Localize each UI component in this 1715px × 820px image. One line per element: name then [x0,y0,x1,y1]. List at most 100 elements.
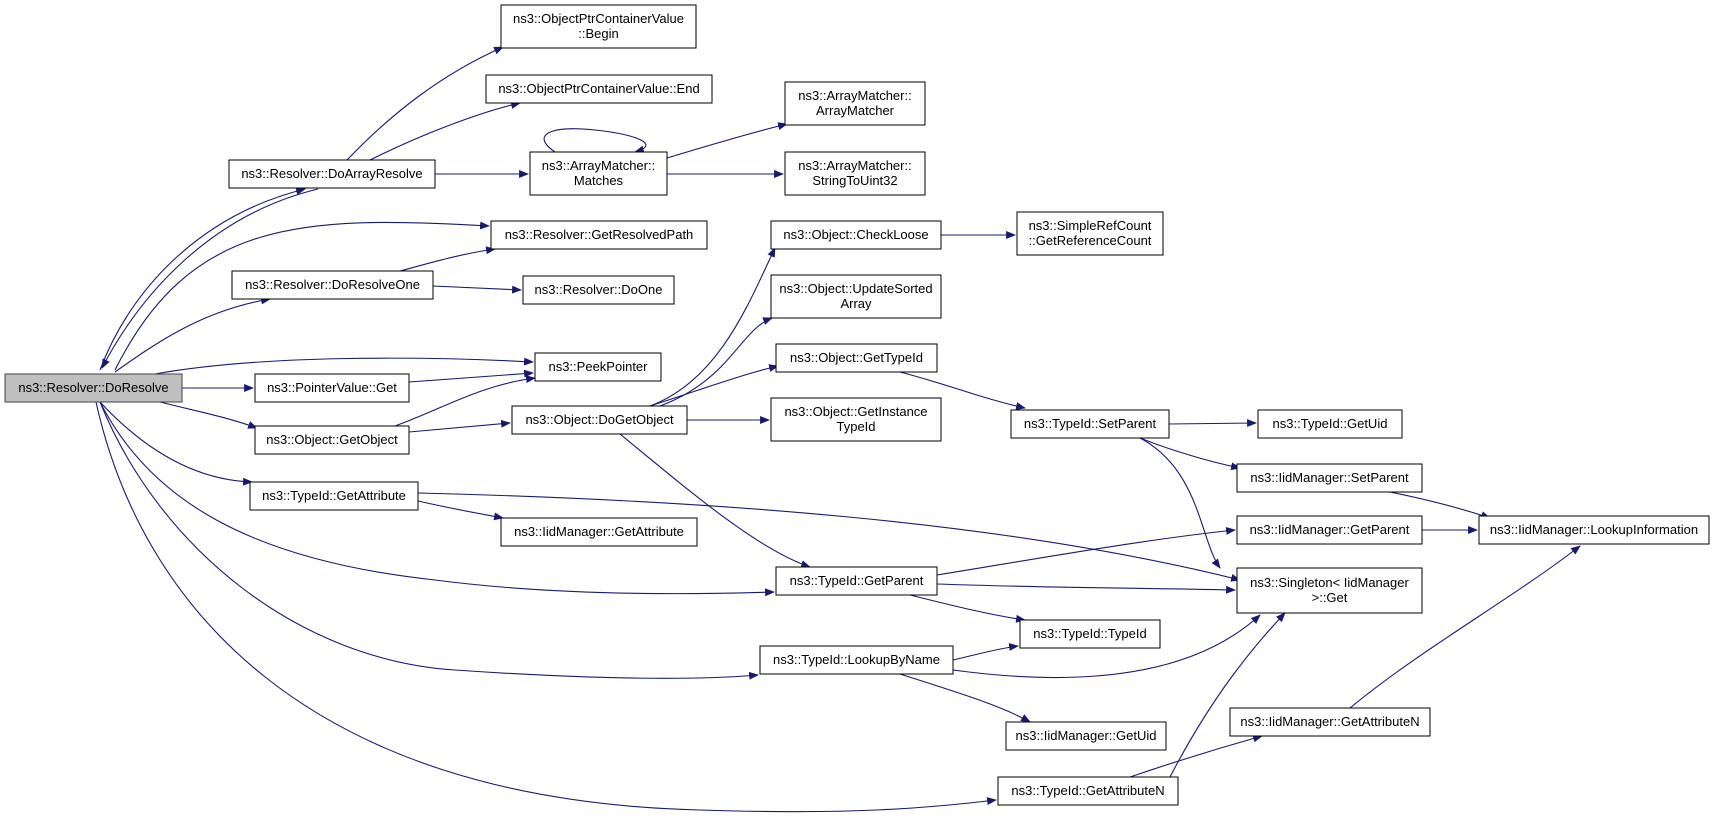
node-optrEnd[interactable]: ns3::ObjectPtrContainerValue::End [485,74,713,104]
node-root[interactable]: ns3::Resolver::DoResolve [4,373,183,403]
node-iidGetUid[interactable]: ns3::IidManager::GetUid [1005,721,1167,751]
edge-line [666,122,788,159]
node-label: Array [840,296,872,311]
node-box [1236,463,1423,493]
node-objCheckLoose[interactable]: ns3::Object::CheckLoose [770,220,942,250]
node-box [500,4,697,49]
node-tidLookupByName[interactable]: ns3::TypeId::LookupByName [759,645,954,675]
node-box [254,425,410,455]
node-box [1236,567,1423,614]
node-label: ns3::ObjectPtrContainerValue::End [498,81,699,96]
node-box [775,343,938,373]
edge-doArrayResolve-to-optrEnd [369,101,521,161]
node-label: ArrayMatcher [816,103,895,118]
node-doArrayResolve[interactable]: ns3::Resolver::DoArrayResolve [228,159,436,189]
node-arrCtor[interactable]: ns3::ArrayMatcher::ArrayMatcher [784,81,926,126]
node-label: ns3::Singleton< IidManager [1250,575,1409,590]
edge-line [399,246,496,272]
node-objDoGetObject[interactable]: ns3::Object::DoGetObject [511,405,688,435]
node-box [997,776,1179,806]
node-label: ns3::Object::GetInstance [784,404,927,419]
node-singletonGet[interactable]: ns3::Singleton< IidManager>::Get [1236,567,1423,614]
node-optrBegin[interactable]: ns3::ObjectPtrContainerValue::Begin [500,4,697,49]
edge-line [99,401,759,680]
node-box [1019,619,1161,649]
node-box [1257,409,1403,439]
node-label: ns3::Resolver::DoResolveOne [245,277,420,292]
edge-objDoGetObject-to-objCheckLoose [649,247,776,407]
node-box [490,220,708,250]
edge-line [649,247,776,407]
edge-line [417,500,504,521]
node-label: ::Begin [578,26,618,41]
node-label: ns3::PeekPointer [548,359,648,374]
node-label: >::Get [1312,590,1348,605]
edge-arrMatches-to-arrMatches [543,128,647,154]
node-tidGetParent[interactable]: ns3::TypeId::GetParent [775,566,938,596]
node-label: ::GetReferenceCount [1029,233,1152,248]
nodes-layer: ns3::Resolver::DoResolve ns3::Resolver::D… [4,4,1710,806]
node-label: ns3::IidManager::LookupInformation [1490,522,1698,537]
edge-line [1129,734,1263,778]
edge-tidGetAttributeN-to-iidGetAttributeN [1129,734,1263,778]
node-label: ns3::Resolver::GetResolvedPath [505,227,694,242]
node-box [1005,721,1167,751]
edge-objGetTypeId-to-tidSetParent [899,371,1026,410]
edge-pvGet-to-peekPointer [408,369,534,383]
edge-tidLookupByName-to-iidGetUid [899,673,1031,723]
edge-line [899,371,1026,410]
edge-line [408,369,534,383]
edge-root-to-getResolvedPath [114,221,490,371]
edge-line [909,594,1026,623]
node-tidGetAttributeN[interactable]: ns3::TypeId::GetAttributeN [997,776,1179,806]
node-objGetTypeId[interactable]: ns3::Object::GetTypeId [775,343,938,373]
edge-iidGetAttributeN-to-iidLookupInfo [1349,545,1581,709]
node-label: ns3::IidManager::SetParent [1250,470,1409,485]
node-iidLookupInfo[interactable]: ns3::IidManager::LookupInformation [1478,515,1710,545]
edge-line [417,492,1241,582]
node-iidGetParent[interactable]: ns3::IidManager::GetParent [1236,515,1423,545]
edge-tidSetParent-to-iidSetParent [1139,437,1241,471]
edge-doArrayResolve-to-optrBegin [346,46,504,161]
node-objGetObject[interactable]: ns3::Object::GetObject [254,425,410,455]
node-iidSetParent[interactable]: ns3::IidManager::SetParent [1236,463,1423,493]
node-label: ns3::TypeId::SetParent [1024,416,1157,431]
node-label: ns3::IidManager::GetAttributeN [1240,714,1419,729]
node-label: ns3::TypeId::GetAttribute [262,488,406,503]
node-peekPointer[interactable]: ns3::PeekPointer [534,352,662,382]
edge-tidSetParent-to-tidGetUid [1168,419,1257,428]
node-doOne[interactable]: ns3::Resolver::DoOne [522,275,675,305]
node-box [1010,409,1170,439]
node-label: ns3::Object::GetObject [266,432,398,447]
edge-doArrayResolve-to-root [101,188,319,369]
node-tidGetAttribute[interactable]: ns3::TypeId::GetAttribute [249,481,419,511]
edge-line [1139,437,1241,471]
node-pvGet[interactable]: ns3::PointerValue::Get [254,373,410,403]
node-tidGetUid[interactable]: ns3::TypeId::GetUid [1257,409,1403,439]
node-box [784,151,926,196]
node-getResolvedPath[interactable]: ns3::Resolver::GetResolvedPath [490,220,708,250]
node-refCount[interactable]: ns3::SimpleRefCount::GetReferenceCount [1016,211,1164,256]
edge-objDoGetObject-to-tidGetParent [619,433,811,568]
edge-line [619,433,811,568]
node-label: TypeId [836,419,875,434]
edge-line [369,101,521,161]
node-tidSetParent[interactable]: ns3::TypeId::SetParent [1010,409,1170,439]
node-box [784,81,926,126]
edge-tidGetAttributeN-to-singletonGet [1169,612,1286,778]
edge-tidLookupByName-to-tidTypeId [952,643,1019,661]
node-arrMatches[interactable]: ns3::ArrayMatcher::Matches [529,151,668,196]
node-iidGetAttributeN[interactable]: ns3::IidManager::GetAttributeN [1229,707,1431,737]
edge-doResolveOne-to-getResolvedPath [399,246,496,272]
node-label: ns3::Object::GetTypeId [790,350,923,365]
node-doResolveOne[interactable]: ns3::Resolver::DoResolveOne [231,270,434,300]
edge-line [1389,491,1491,519]
node-label: StringToUint32 [812,173,897,188]
node-arrStrToU32[interactable]: ns3::ArrayMatcher::StringToUint32 [784,151,926,196]
node-tidTypeId[interactable]: ns3::TypeId::TypeId [1019,619,1161,649]
edge-line [99,187,306,371]
edge-tidGetParent-to-iidGetParent [936,526,1236,576]
node-iidGetAttribute[interactable]: ns3::IidManager::GetAttribute [500,517,698,547]
